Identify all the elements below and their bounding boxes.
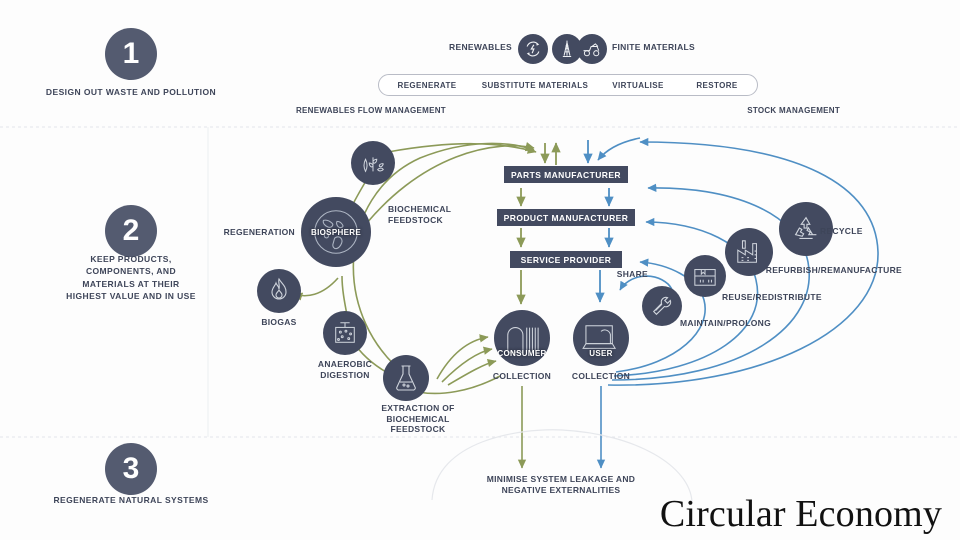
biogas-label: BIOGAS xyxy=(261,317,297,327)
minimise-leakage-label: MINIMISE SYSTEM LEAKAGE AND NEGATIVE EXT… xyxy=(486,474,636,495)
regeneration-label: REGENERATION xyxy=(223,227,295,237)
maintain-prolong-label: MAINTAIN/PROLONG xyxy=(680,318,772,328)
consumer-node[interactable]: CONSUMER xyxy=(494,310,550,366)
user-collection-label: COLLECTION xyxy=(571,371,631,381)
recycle-icon xyxy=(779,202,833,256)
chain-box-product-manufacturer[interactable]: PRODUCT MANUFACTURER xyxy=(497,209,635,226)
reuse-redistribute-label: REUSE/REDISTRIBUTE xyxy=(722,292,822,302)
mining-truck-icon xyxy=(577,34,607,64)
principle-3-caption: REGENERATE NATURAL SYSTEMS xyxy=(53,495,209,505)
wrench-icon xyxy=(642,286,682,326)
principle-2-marker: 2 xyxy=(105,205,157,257)
pill-option-substitute-materials[interactable]: SUBSTITUTE MATERIALS xyxy=(481,80,589,90)
biosphere-label: BIOSPHERE xyxy=(310,227,361,237)
page-title: Circular Economy xyxy=(659,493,942,535)
extraction-biochemical-feedstock-label: EXTRACTION OF BIOCHEMICAL FEEDSTOCK xyxy=(381,403,455,435)
share-label: SHARE xyxy=(616,269,648,279)
renewables-label: RENEWABLES xyxy=(449,42,512,52)
pill-option-regenerate[interactable]: REGENERATE xyxy=(397,80,457,90)
flask-icon xyxy=(383,355,429,401)
pill-option-restore[interactable]: RESTORE xyxy=(696,80,738,90)
renewables-flow-management-label: RENEWABLES FLOW MANAGEMENT xyxy=(296,106,446,115)
digester-tank-icon xyxy=(323,311,367,355)
user-label: USER xyxy=(589,349,613,358)
factory-icon xyxy=(725,228,773,276)
recycle-label: RECYCLE xyxy=(820,226,863,236)
chain-box-parts-manufacturer[interactable]: PARTS MANUFACTURER xyxy=(504,166,628,183)
biosphere-node[interactable]: BIOSPHERE xyxy=(301,197,371,267)
strategy-pill-bar[interactable]: REGENERATE SUBSTITUTE MATERIALS VIRTUALI… xyxy=(378,74,758,96)
biochemical-feedstock-label: BIOCHEMICAL FEEDSTOCK xyxy=(388,204,452,225)
principle-1-marker: 1 xyxy=(105,28,157,80)
principle-2-caption: KEEP PRODUCTS, COMPONENTS, AND MATERIALS… xyxy=(66,254,196,301)
principle-3-marker: 3 xyxy=(105,443,157,495)
finite-materials-label: FINITE MATERIALS xyxy=(612,42,695,52)
chain-box-service-provider[interactable]: SERVICE PROVIDER xyxy=(510,251,622,268)
consumer-collection-label: COLLECTION xyxy=(492,371,552,381)
consumer-label: CONSUMER xyxy=(497,349,547,358)
refurbish-remanufacture-label: REFURBISH/REMANUFACTURE xyxy=(765,265,902,275)
flame-icon xyxy=(257,269,301,313)
anaerobic-digestion-label: ANAEROBIC DIGESTION xyxy=(317,359,373,380)
stock-management-label: STOCK MANAGEMENT xyxy=(747,106,840,115)
user-node[interactable]: USER xyxy=(573,310,629,366)
farming-fishing-icon xyxy=(351,141,395,185)
pill-option-virtualise[interactable]: VIRTUALISE xyxy=(612,80,664,90)
renewable-energy-icon xyxy=(518,34,548,64)
package-box-icon xyxy=(684,255,726,297)
principle-1-caption: DESIGN OUT WASTE AND POLLUTION xyxy=(45,87,217,97)
